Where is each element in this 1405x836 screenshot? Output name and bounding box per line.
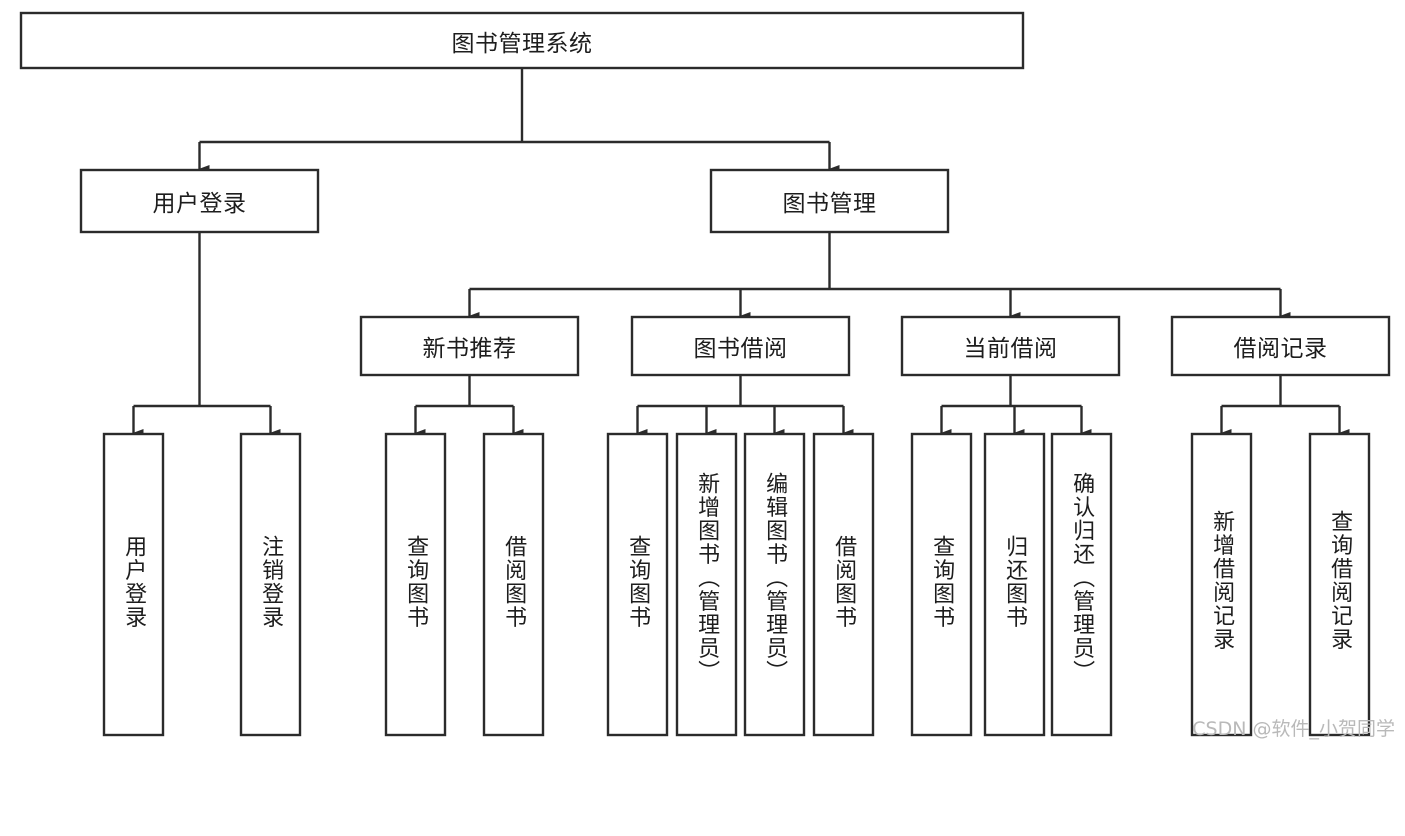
node-leaf-query-book-2[interactable] <box>606 432 669 737</box>
node-leaf-query-book-3[interactable] <box>910 432 973 737</box>
connectors-layer <box>132 68 1350 438</box>
node-new-book-rec[interactable] <box>359 315 580 377</box>
node-borrow-record[interactable] <box>1170 315 1391 377</box>
node-leaf-borrow-book-2[interactable] <box>812 432 875 737</box>
node-leaf-query-record[interactable] <box>1308 432 1371 737</box>
node-leaf-user-login[interactable] <box>102 432 165 737</box>
node-leaf-confirm-return[interactable] <box>1050 432 1113 737</box>
hierarchy-diagram-svg <box>19 11 1391 737</box>
watermark-text: CSDN @软件_小贺同学 <box>1192 718 1395 740</box>
node-book-manage[interactable] <box>709 168 950 234</box>
node-leaf-add-book[interactable] <box>675 432 738 737</box>
node-user-login[interactable] <box>79 168 320 234</box>
node-leaf-edit-book[interactable] <box>743 432 806 737</box>
node-leaf-return-book[interactable] <box>983 432 1046 737</box>
node-leaf-add-record[interactable] <box>1190 432 1253 737</box>
node-leaf-query-book-1[interactable] <box>384 432 447 737</box>
diagram-canvas-root: 图书管理系统用户登录图书管理新书推荐图书借阅当前借阅借阅记录用户登录注销登录查询… <box>19 11 1395 740</box>
node-book-borrow[interactable] <box>630 315 851 377</box>
nodes-layer <box>19 11 1391 737</box>
node-root[interactable] <box>19 11 1025 70</box>
node-leaf-borrow-book-1[interactable] <box>482 432 545 737</box>
node-current-borrow[interactable] <box>900 315 1121 377</box>
node-leaf-logout[interactable] <box>239 432 302 737</box>
